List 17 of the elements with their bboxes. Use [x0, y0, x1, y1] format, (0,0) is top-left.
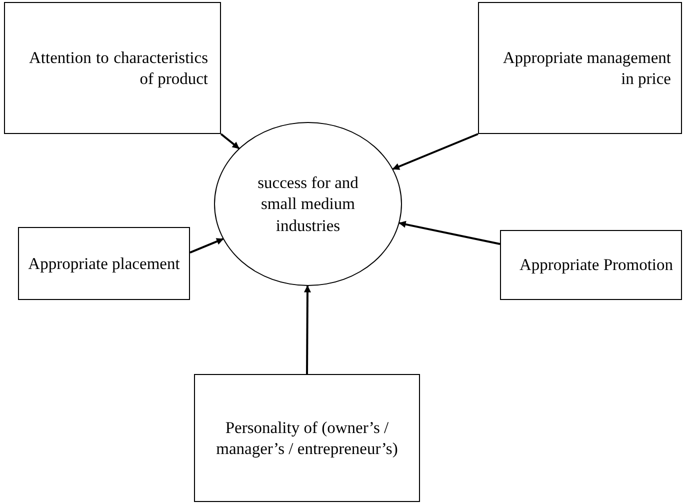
text-box: [4, 2, 221, 134]
ellipse-node: [214, 122, 402, 286]
node-label: Appropriate management in price: [502, 46, 671, 90]
text-box: [478, 2, 682, 134]
node-label: Appropriate placement: [27, 252, 181, 274]
node-label: success for and small medium industries: [256, 172, 360, 236]
node-label: Attention to characteristics of product: [29, 46, 208, 90]
arrow: [392, 133, 478, 170]
text-box: [18, 227, 190, 300]
node-label: Appropriate Promotion: [518, 254, 673, 276]
arrow: [398, 220, 500, 245]
arrow: [304, 285, 311, 374]
arrow: [190, 238, 224, 254]
text-box: [194, 374, 420, 502]
arrow: [220, 133, 240, 150]
text-box: [500, 230, 682, 300]
node-label: Personality of (owner’s / manager’s / entrepreneur’s): [215, 416, 399, 460]
